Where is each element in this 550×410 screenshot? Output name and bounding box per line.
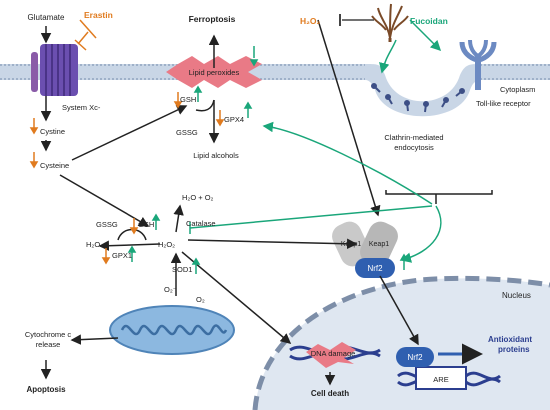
- toll-like-receptor-label: Toll-like receptor: [476, 99, 531, 108]
- o2-label: O₂: [196, 295, 205, 304]
- gssg-top-label: GSSG: [176, 128, 198, 137]
- cysteine-label: Cysteine: [40, 161, 69, 170]
- nrf2-nuc-shape: [396, 347, 434, 367]
- sod1-label: SOD1: [172, 265, 192, 274]
- keap1-shape-b: [360, 221, 398, 267]
- gsh-top-label: GSH: [180, 95, 196, 104]
- cytochrome-label-line1: Cytochrome c: [25, 330, 72, 339]
- antioxidant-label-line1: Antioxidant: [488, 335, 532, 344]
- erastin-label: Erastin: [84, 10, 113, 20]
- h2o-o2-label: H₂O + O₂: [182, 193, 214, 202]
- o2-radical-label: O₂⁻: [164, 285, 177, 294]
- antioxidant-label-line2: proteins: [498, 345, 530, 354]
- are-label: ARE: [433, 375, 448, 384]
- gsh-mid-label: GSH: [138, 220, 154, 229]
- gpx4-label: GPX4: [224, 115, 244, 124]
- h2o2-mid-label: H₂O₂: [158, 240, 175, 249]
- h2o2-top-label: H₂O₂: [300, 16, 321, 26]
- cytoplasm-label: Cytoplasm: [500, 85, 535, 94]
- clathrin-label-line2: endocytosis: [394, 143, 434, 152]
- lipid-alcohols-label: Lipid alcohols: [193, 151, 239, 160]
- nrf2-nuc-label: Nrf2: [407, 353, 423, 362]
- toll-like-receptor-icon: [459, 39, 497, 90]
- nrf2-cyto-shape: [355, 258, 395, 278]
- apoptosis-label: Apoptosis: [26, 385, 66, 394]
- seaweed-icon: [371, 3, 409, 42]
- lipid-peroxides-burst-icon: [166, 56, 262, 88]
- gssg-mid-label: GSSG: [96, 220, 118, 229]
- cytochrome-label-line2: release: [36, 340, 61, 349]
- clathrin-label-line1: Clathrin-mediated: [384, 133, 443, 142]
- clathrin-coat: [371, 83, 465, 113]
- green-arrows: [189, 19, 442, 263]
- fucoidan-label: Fucoidan: [410, 16, 448, 26]
- dna-damage-label: DNA damage: [311, 349, 356, 358]
- regulation-indicators: [29, 46, 409, 274]
- nucleus-label: Nucleus: [502, 291, 531, 300]
- glutamate-label: Glutamate: [28, 13, 65, 22]
- mitochondrion-icon: [109, 305, 235, 355]
- catalase-label: Catalase: [186, 219, 216, 228]
- inhibition-lines: [74, 14, 374, 51]
- keap1-b-label: Keap1: [369, 241, 389, 248]
- nrf2-cyto-label: Nrf2: [367, 264, 383, 273]
- pathway-arrows: [40, 19, 493, 386]
- cystine-label: Cystine: [40, 127, 65, 136]
- gpx1-label: GPX1: [112, 251, 132, 260]
- cell-death-label: Cell death: [311, 389, 349, 398]
- dna-damage-burst-icon: [306, 342, 356, 368]
- system-xc-transporter-icon: [31, 44, 78, 96]
- are-box: [415, 366, 467, 390]
- ferroptosis-label: Ferroptosis: [189, 14, 236, 24]
- lipid-peroxides-label: Lipid peroxides: [189, 68, 240, 77]
- h2o-label: H₂O: [86, 240, 100, 249]
- system-xc-label: System Xc-: [62, 103, 101, 112]
- keap1-a-label: Keap1: [341, 241, 361, 248]
